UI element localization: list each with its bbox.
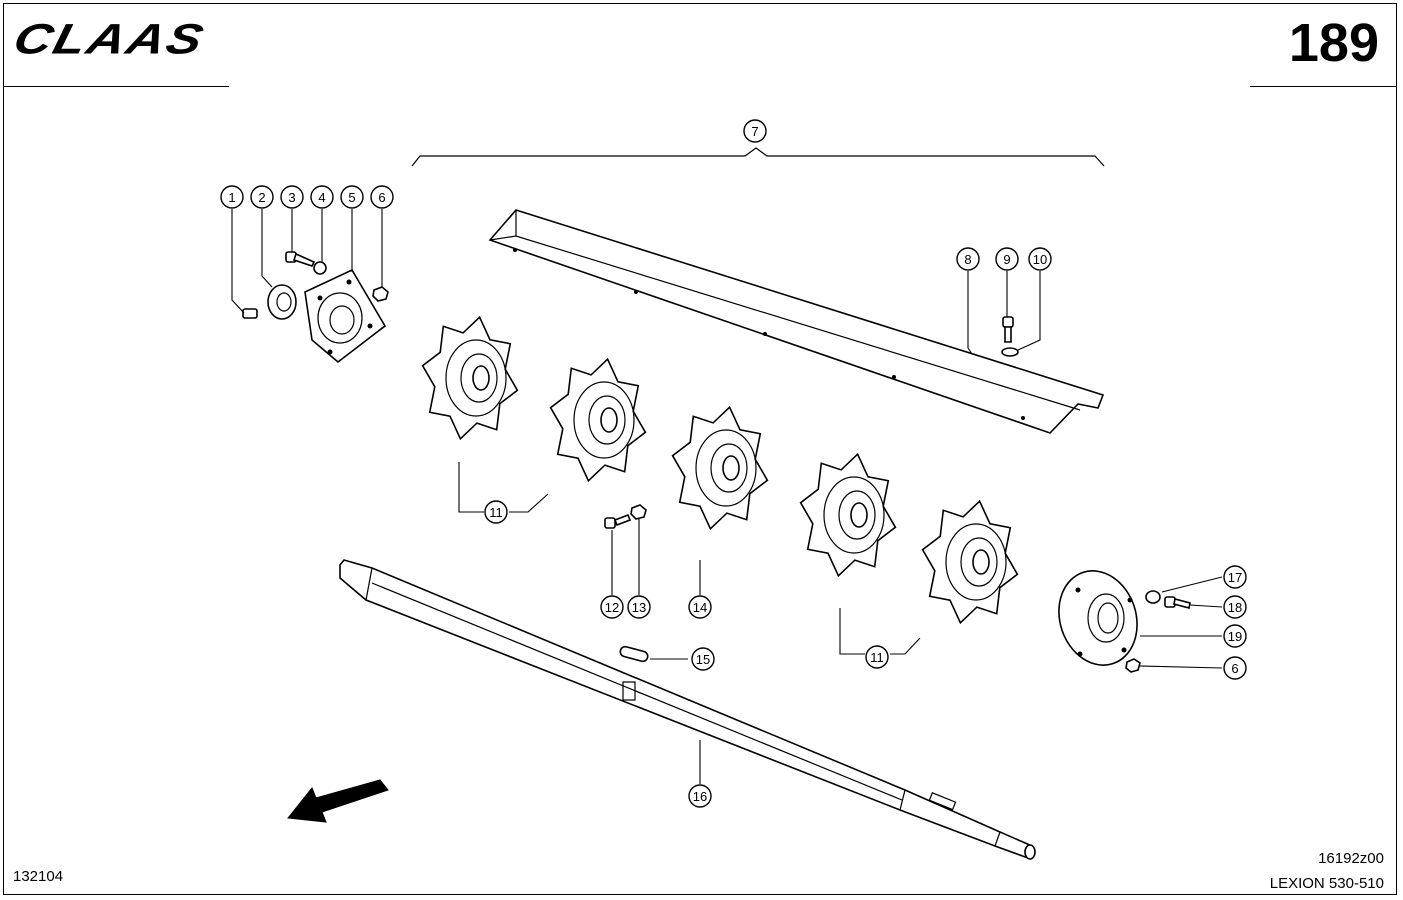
callout-1: 1 bbox=[220, 185, 244, 209]
bolt-12-part bbox=[604, 513, 632, 529]
nut-13-part bbox=[630, 504, 647, 520]
callout-16: 16 bbox=[688, 784, 712, 808]
sprocket-11b-part bbox=[549, 357, 647, 483]
svg-text:1: 1 bbox=[228, 190, 235, 205]
key-15-part bbox=[619, 645, 649, 663]
svg-text:18: 18 bbox=[1228, 600, 1242, 615]
callout-12: 12 bbox=[600, 595, 624, 619]
washer-4-part bbox=[313, 261, 327, 275]
page-number: 189 bbox=[1288, 13, 1379, 73]
flange-bearing-5-part bbox=[304, 268, 387, 364]
svg-text:5: 5 bbox=[348, 190, 355, 205]
washer-17-part bbox=[1145, 590, 1161, 604]
callout-14: 14 bbox=[688, 595, 712, 619]
drawing-code: 16192z00 bbox=[1318, 850, 1384, 867]
bolt-9-part bbox=[1002, 316, 1014, 343]
callout-3: 3 bbox=[280, 185, 304, 209]
bolt-3-part bbox=[285, 251, 316, 267]
svg-text:16: 16 bbox=[693, 789, 707, 804]
footer-left-code: 132104 bbox=[13, 868, 64, 885]
svg-text:19: 19 bbox=[1228, 629, 1242, 644]
callout-18: 18 bbox=[1223, 595, 1247, 619]
svg-text:2: 2 bbox=[258, 190, 265, 205]
svg-text:3: 3 bbox=[288, 190, 295, 205]
page-frame bbox=[3, 3, 1397, 895]
sprocket-11d-part bbox=[921, 499, 1019, 625]
callout-6: 6 bbox=[370, 185, 394, 209]
svg-text:11: 11 bbox=[489, 505, 503, 520]
sprocket-11c-part bbox=[799, 452, 897, 578]
svg-text:17: 17 bbox=[1228, 570, 1242, 585]
callout-11-2: 11 bbox=[865, 645, 889, 669]
callout-11: 11 bbox=[484, 500, 508, 524]
callout-9: 9 bbox=[995, 247, 1019, 271]
callout-6-2: 6 bbox=[1223, 656, 1247, 680]
callout-5: 5 bbox=[340, 185, 364, 209]
nut-6-part bbox=[372, 286, 389, 302]
model-label: LEXION 530-510 bbox=[1269, 875, 1384, 892]
svg-text:6: 6 bbox=[378, 190, 385, 205]
flange-bearing-19-part bbox=[1058, 570, 1138, 666]
callout-15: 15 bbox=[691, 647, 715, 671]
callout-13: 13 bbox=[627, 595, 651, 619]
header-rule-right bbox=[1250, 86, 1397, 87]
callout-17: 17 bbox=[1223, 565, 1247, 589]
sprocket-group bbox=[421, 315, 1019, 625]
angle-strip-part bbox=[488, 209, 1105, 434]
svg-text:10: 10 bbox=[1033, 252, 1047, 267]
header-rule-left bbox=[3, 86, 229, 87]
seal-ring-2-part bbox=[267, 284, 297, 320]
shaft-part bbox=[339, 559, 1036, 860]
direction-arrow-icon bbox=[287, 779, 389, 823]
callout-2: 2 bbox=[250, 185, 274, 209]
callout-10: 10 bbox=[1028, 247, 1052, 271]
washer-10-part bbox=[1001, 347, 1019, 357]
svg-text:11: 11 bbox=[870, 650, 884, 665]
svg-text:15: 15 bbox=[696, 652, 710, 667]
bolt-18-part bbox=[1164, 596, 1191, 609]
svg-text:7: 7 bbox=[751, 124, 758, 139]
svg-text:6: 6 bbox=[1231, 661, 1238, 676]
callout-4: 4 bbox=[310, 185, 334, 209]
sprocket-11a-part bbox=[421, 315, 519, 441]
svg-text:8: 8 bbox=[964, 252, 971, 267]
svg-text:4: 4 bbox=[318, 190, 325, 205]
svg-text:12: 12 bbox=[605, 600, 619, 615]
callout-7: 7 bbox=[743, 119, 767, 143]
bolt-1-part bbox=[242, 308, 258, 319]
group-bracket bbox=[411, 147, 1105, 167]
callout-8: 8 bbox=[956, 247, 980, 271]
leader-lines bbox=[231, 209, 1223, 784]
svg-text:14: 14 bbox=[693, 600, 707, 615]
svg-text:13: 13 bbox=[632, 600, 646, 615]
svg-text:9: 9 bbox=[1003, 252, 1010, 267]
sprocket-14-part bbox=[671, 405, 769, 531]
nut-6b-part bbox=[1125, 658, 1141, 673]
callout-19: 19 bbox=[1223, 624, 1247, 648]
